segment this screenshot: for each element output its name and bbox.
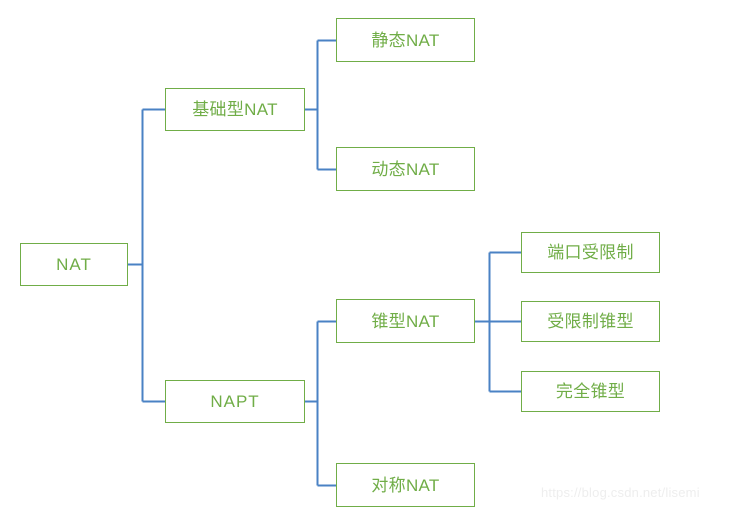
node-restricted-cone[interactable]: 受限制锥型 (521, 301, 660, 342)
node-cone-nat[interactable]: 锥型NAT (336, 299, 475, 343)
node-static-nat[interactable]: 静态NAT (336, 18, 475, 62)
node-full-cone[interactable]: 完全锥型 (521, 371, 660, 412)
node-basic-nat[interactable]: 基础型NAT (165, 88, 305, 131)
node-dynamic-nat[interactable]: 动态NAT (336, 147, 475, 191)
watermark-text: https://blog.csdn.net/lisemi (541, 485, 700, 500)
node-symmetric-nat[interactable]: 对称NAT (336, 463, 475, 507)
node-port-restricted[interactable]: 端口受限制 (521, 232, 660, 273)
node-napt[interactable]: NAPT (165, 380, 305, 423)
node-nat[interactable]: NAT (20, 243, 128, 286)
